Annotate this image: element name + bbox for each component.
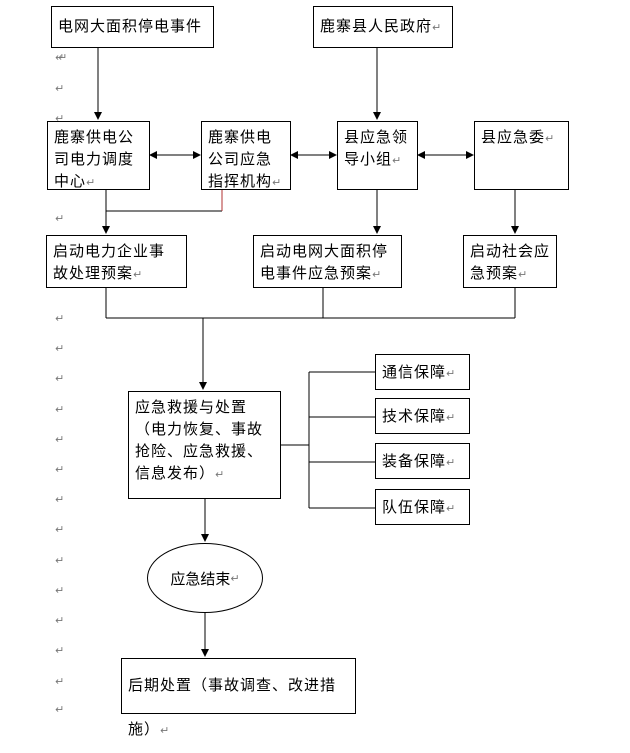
node-guarantee-equip: 装备保障↵ [375, 443, 470, 479]
paragraph-mark: ↵ [55, 463, 65, 476]
node-guarantee-tech: 技术保障↵ [375, 398, 470, 434]
paragraph-mark: ↵ [55, 212, 65, 225]
paragraph-mark: ↵ [55, 675, 65, 688]
paragraph-mark: ↵ [55, 112, 65, 125]
paragraph-mark: ↵ [55, 493, 65, 506]
node-plan-grid-outage: 启动电网大面积停电事件应急预案↵ [253, 235, 402, 288]
paragraph-mark: ↵ [55, 82, 65, 95]
node-county-leading-group: 县应急领导小组↵ [337, 121, 418, 190]
paragraph-mark: ↵ [55, 372, 65, 385]
paragraph-mark: ↵ [55, 433, 65, 446]
paragraph-mark: ↵ [55, 312, 65, 325]
node-grid-event: 电网大面积停电事件↵ [51, 6, 214, 64]
paragraph-mark: ↵ [55, 51, 65, 64]
flow-connectors [94, 47, 519, 657]
node-plan-social: 启动社会应急预案↵ [463, 235, 557, 288]
paragraph-mark: ↵ [55, 614, 65, 627]
paragraph-mark: ↵ [55, 644, 65, 657]
node-county-committee: 县应急委↵ [474, 121, 569, 190]
node-guarantee-team: 队伍保障↵ [375, 489, 470, 525]
paragraph-mark: ↵ [55, 554, 65, 567]
node-plan-power-enterprise: 启动电力企业事故处理预案↵ [46, 235, 187, 288]
node-command-org: 鹿寨供电公司应急指挥机构↵ [201, 121, 291, 190]
node-county-gov: 鹿寨县人民政府↵ [313, 6, 453, 48]
paragraph-mark: ↵ [55, 703, 65, 716]
node-aftermath: 后期处置（事故调查、改进措施）↵ [121, 658, 356, 738]
paragraph-mark: ↵ [55, 584, 65, 597]
node-dispatch-center: 鹿寨供电公司电力调度中心↵ [47, 121, 150, 190]
paragraph-mark: ↵ [55, 523, 65, 536]
paragraph-mark: ↵ [55, 403, 65, 416]
node-rescue: 应急救援与处置（电力恢复、事故抢险、应急救援、信息发布）↵ [128, 391, 281, 499]
paragraph-mark: ↵ [55, 342, 65, 355]
node-end: 应急结束↵ [147, 543, 263, 613]
node-guarantee-comm: 通信保障↵ [375, 354, 470, 390]
